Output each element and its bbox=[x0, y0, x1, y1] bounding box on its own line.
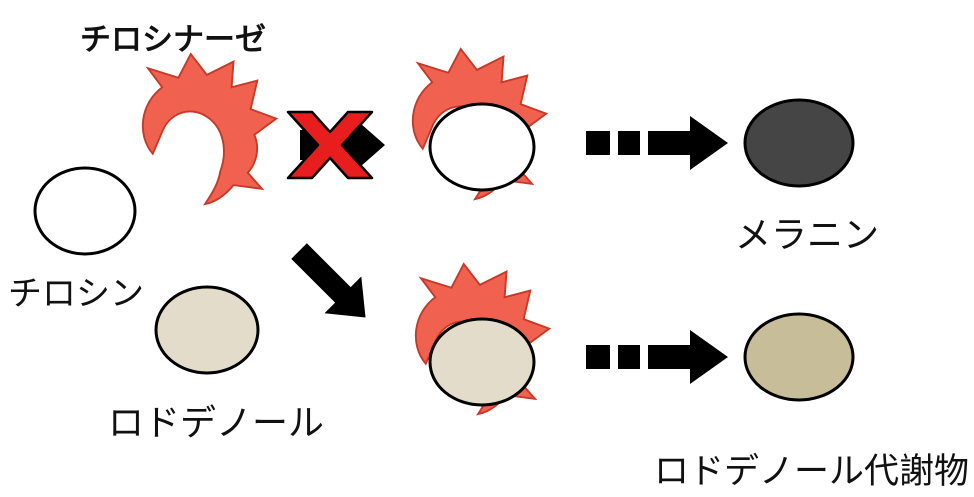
metabolite-circle bbox=[743, 312, 855, 402]
tyrosine-label: チロシン bbox=[8, 274, 144, 314]
blocked-x-mark bbox=[286, 110, 374, 180]
metabolite-label: ロドデノール代謝物 bbox=[654, 452, 970, 492]
enzyme-rhododendrol-complex bbox=[414, 263, 551, 416]
tyrosine-circle bbox=[33, 166, 137, 256]
arrow-to-metabolite bbox=[586, 330, 728, 384]
rhododendrol-label: ロドデノール bbox=[108, 403, 325, 444]
enzyme-label: チロシナーゼ bbox=[80, 22, 266, 58]
melanin-circle bbox=[743, 98, 855, 188]
tyrosinase-enzyme bbox=[141, 53, 278, 206]
rhododendrol-circle bbox=[154, 285, 260, 375]
enzyme-tyrosine-complex bbox=[411, 48, 548, 201]
diagonal-arrow bbox=[291, 243, 366, 318]
melanin-label: メラニン bbox=[735, 215, 880, 256]
arrow-to-melanin bbox=[586, 116, 728, 170]
